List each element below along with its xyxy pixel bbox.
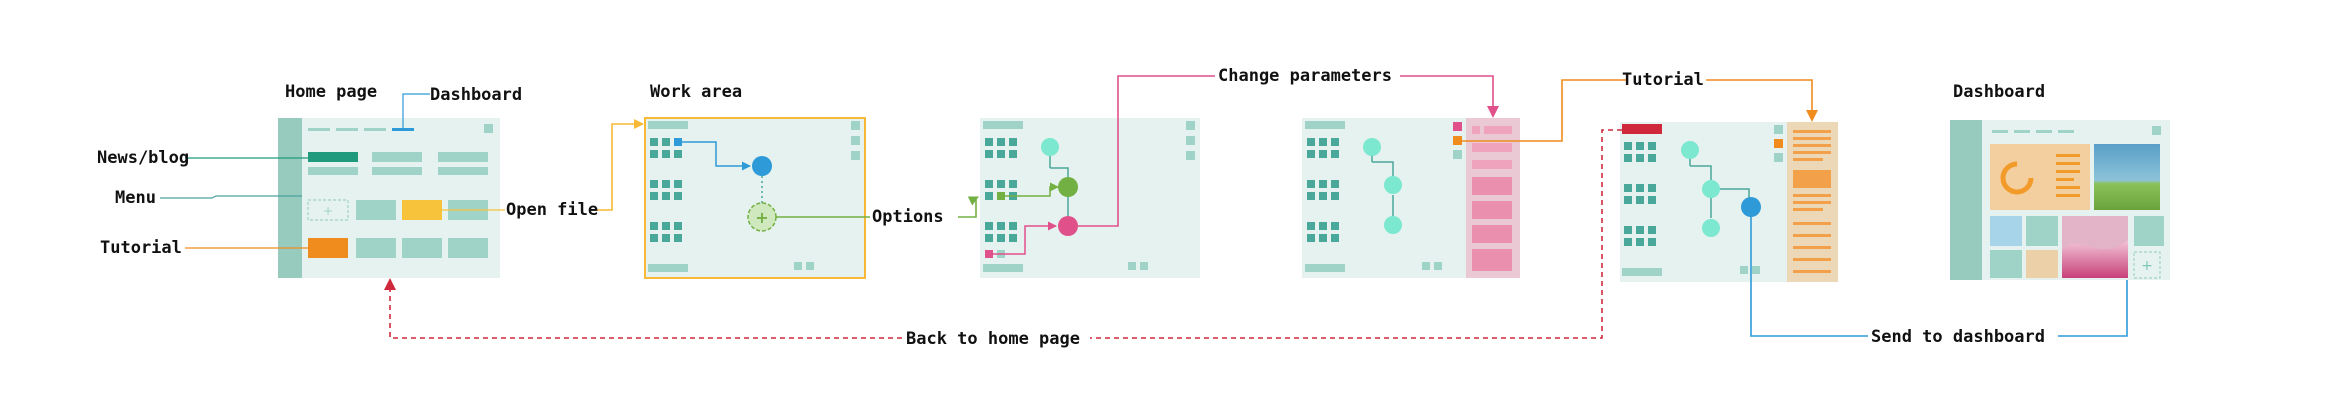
tutorial-sidebar[interactable] xyxy=(1787,122,1838,282)
label-tutorial-left: Tutorial xyxy=(100,238,182,258)
new-file-tile[interactable] xyxy=(307,199,349,221)
label-news-blog: News/blog xyxy=(97,148,189,168)
green-node[interactable] xyxy=(1058,177,1078,197)
home-page-panel: + xyxy=(278,118,500,278)
label-open-file: Open file xyxy=(506,200,598,220)
label-options: Options xyxy=(872,207,944,227)
dashboard-nav-item[interactable] xyxy=(392,128,414,131)
plus-icon: + xyxy=(323,204,333,218)
parameters-sidebar[interactable] xyxy=(1466,118,1520,278)
pink-source-square[interactable] xyxy=(985,250,993,258)
label-home-page: Home page xyxy=(285,82,377,102)
menu-sidebar[interactable] xyxy=(278,118,302,278)
blue-node[interactable] xyxy=(752,156,772,176)
tutorial-button-orange[interactable] xyxy=(1453,136,1462,145)
label-menu: Menu xyxy=(115,188,156,208)
pink-node[interactable] xyxy=(1058,216,1078,236)
tutorial-tile[interactable] xyxy=(308,238,348,258)
dashboard-tile-image[interactable] xyxy=(2094,144,2160,210)
blue-source-square[interactable] xyxy=(674,138,682,146)
label-send-to-dashboard: Send to dashboard xyxy=(1871,327,2045,347)
dashboard-tile-progress[interactable] xyxy=(1990,144,2090,210)
news-blog-block[interactable] xyxy=(308,152,358,162)
open-file-tile[interactable] xyxy=(402,200,442,220)
label-change-parameters: Change parameters xyxy=(1218,66,1392,86)
top-nav xyxy=(308,124,493,133)
add-widget-button[interactable] xyxy=(2133,251,2161,279)
label-back-to-home: Back to home page xyxy=(906,329,1080,349)
send-node[interactable] xyxy=(1741,197,1761,217)
teal-node[interactable] xyxy=(1041,138,1059,156)
label-dashboard-top: Dashboard xyxy=(430,85,522,105)
options-panel xyxy=(980,118,1200,278)
tutorial-panel xyxy=(1620,122,1838,282)
work-area-panel: + xyxy=(644,117,866,279)
label-tutorial-right: Tutorial xyxy=(1622,70,1704,90)
plus-icon: + xyxy=(755,208,768,227)
plus-icon: + xyxy=(2141,258,2153,274)
dashboard-tile-wave[interactable] xyxy=(2062,216,2128,278)
change-parameters-panel xyxy=(1302,118,1520,278)
label-dashboard-right: Dashboard xyxy=(1953,82,2045,102)
dashboard-panel: + xyxy=(1950,120,2170,280)
label-work-area: Work area xyxy=(650,82,742,102)
home-button-red[interactable] xyxy=(1622,124,1662,134)
